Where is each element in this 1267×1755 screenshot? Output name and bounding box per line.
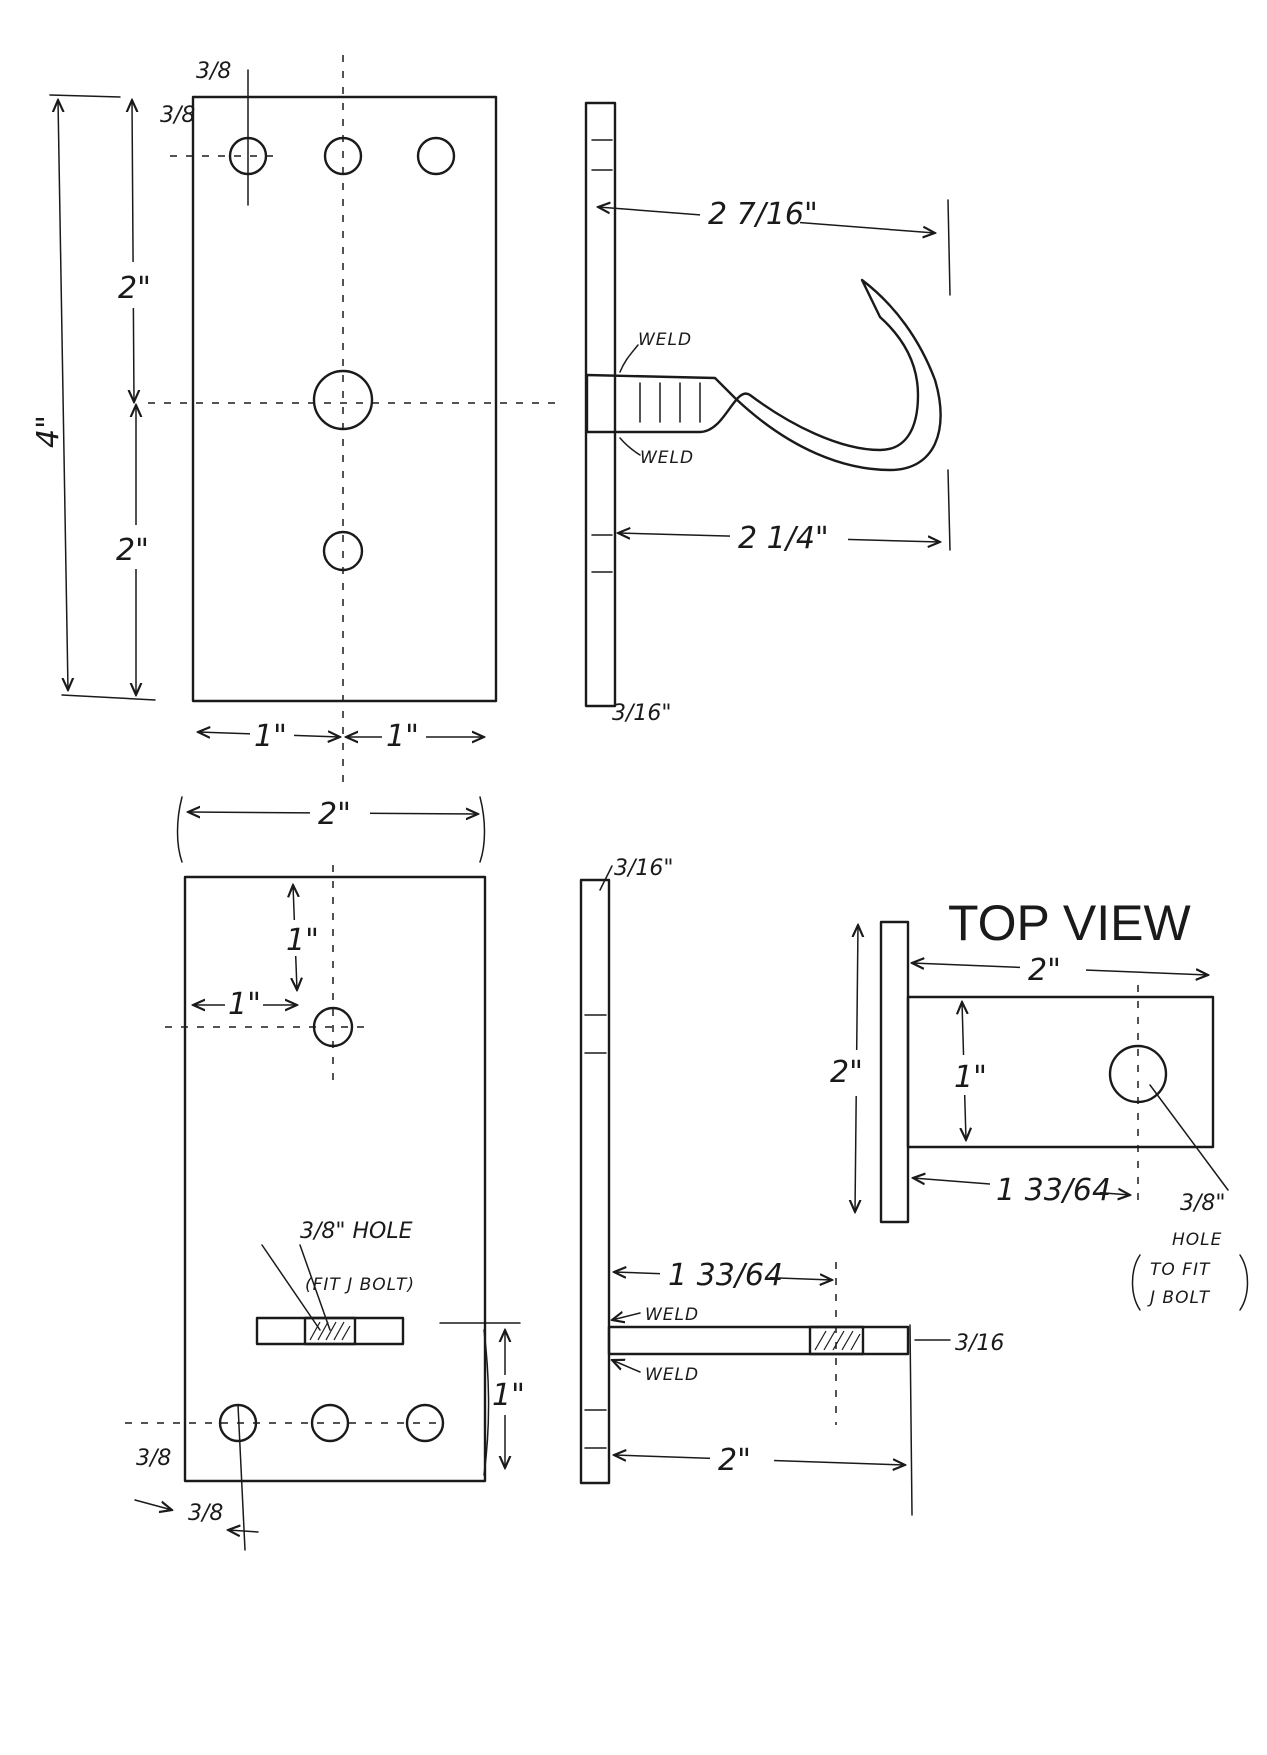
upper-front-half-width-left-label: 1" <box>254 719 287 754</box>
upper-side-weld-top-label: WELD <box>638 330 692 350</box>
upper-front-height-ext-bottom <box>61 694 156 701</box>
top-view-hole-note-line3: J BOLT <box>1147 1288 1211 1308</box>
upper-side-hook-arm <box>585 278 942 472</box>
lower-front-edge-offset-left-label: 3/8 <box>188 1501 223 1526</box>
lower-side-plate-outline <box>579 878 611 1485</box>
lower-front-edge-offset-bottom-label: 3/8 <box>136 1446 171 1471</box>
lower-front-bottom-spacing-label: 1" <box>492 1378 525 1413</box>
lower-front-hole-bottom-right <box>405 1403 445 1443</box>
upper-front-hole-top-left <box>228 136 268 176</box>
top-view-hole-note-line2: TO FIT <box>1150 1260 1211 1280</box>
upper-side-plate-thickness-label: 3/16" <box>612 701 672 726</box>
upper-side-plate-outline <box>584 101 617 708</box>
upper-front-hole-lower <box>322 530 364 572</box>
upper-front-hole-top-right <box>416 136 456 176</box>
upper-front-edge-offset-top-label: 3/8 <box>196 59 231 84</box>
upper-side-arm-length-label: 2 1/4" <box>738 521 829 556</box>
upper-front-overall-height-label: 4" <box>31 415 66 448</box>
upper-front-lower-spacing-label: 2" <box>116 533 149 568</box>
lower-side-tab-thickness-label: 3/16 <box>955 1331 1004 1356</box>
top-view-plate-outline <box>879 920 910 1224</box>
upper-side-weld-bottom-label: WELD <box>640 448 694 468</box>
upper-front-overall-height-dim-line <box>58 100 68 690</box>
top-view-tab-outline <box>906 995 1215 1149</box>
lower-side-hole-location-label: 1 33/64 <box>668 1258 783 1293</box>
top-view-hole-note-line1: HOLE <box>1172 1230 1222 1250</box>
lower-side-plate-thickness-label: 3/16" <box>614 856 674 881</box>
upper-front-height-ext-top <box>49 94 121 98</box>
lower-front-plate-outline <box>183 875 487 1483</box>
top-view-tab-length-label: 2" <box>1028 953 1061 988</box>
lower-side-view: 3/16" WELD WELD 1 33/64 3/16 2" <box>579 856 1004 1516</box>
top-view-tab-width-label: 1" <box>954 1060 987 1095</box>
lower-front-hole-bottom-center <box>310 1403 350 1443</box>
lower-side-weld-bottom-label: WELD <box>645 1365 699 1385</box>
top-view-hole <box>1108 1044 1168 1104</box>
top-view-plate-height-label: 2" <box>830 1055 863 1090</box>
upper-front-edge-offset-left-label: 3/8 <box>160 103 195 128</box>
upper-front-hole-top-center <box>323 136 363 176</box>
upper-front-view: 4" 2" 2" 3/8 3/8 1" 1" <box>31 55 560 790</box>
top-view-hole-location-label: 1 33/64 <box>996 1173 1111 1208</box>
lower-front-side-to-hole-label: 1" <box>228 987 261 1022</box>
lower-front-hole-bottom-left <box>218 1403 258 1443</box>
lower-front-view: 2" 1" 1" 3/8" HOLE (FIT J BOLT) 1" <box>125 793 525 1551</box>
lower-side-tab-length-label: 2" <box>718 1443 751 1478</box>
top-view-title: TOP VIEW <box>948 895 1191 951</box>
lower-front-slot <box>255 1316 405 1346</box>
lower-front-top-to-hole-label: 1" <box>286 923 319 958</box>
lower-front-slot-hole-hatched <box>303 1316 357 1346</box>
lower-front-slot-note-line2: (FIT J BOLT) <box>305 1275 415 1295</box>
upper-front-upper-spacing-dim-line <box>132 100 134 402</box>
lower-side-weld-top-label: WELD <box>645 1305 699 1325</box>
lower-front-hole-upper <box>312 1006 354 1048</box>
upper-front-upper-spacing-label: 2" <box>118 271 151 306</box>
upper-front-hole-center-large <box>312 369 374 431</box>
lower-front-overall-width-label: 2" <box>318 797 351 832</box>
top-view: TOP VIEW 2" 2" 1" 1 33/64 3/8" HOLE TO F… <box>830 895 1249 1311</box>
upper-front-half-width-right-label: 1" <box>386 719 419 754</box>
upper-side-hook-reach-label: 2 7/16" <box>708 197 818 232</box>
lower-side-tab <box>607 1325 910 1356</box>
lower-front-slot-note-line1: 3/8" HOLE <box>300 1219 413 1244</box>
upper-front-plate-outline <box>191 95 498 703</box>
top-view-hole-size-label: 3/8" <box>1180 1191 1226 1216</box>
upper-side-view: WELD WELD 2 7/16" 2 1/4" 3/16" <box>584 101 951 726</box>
